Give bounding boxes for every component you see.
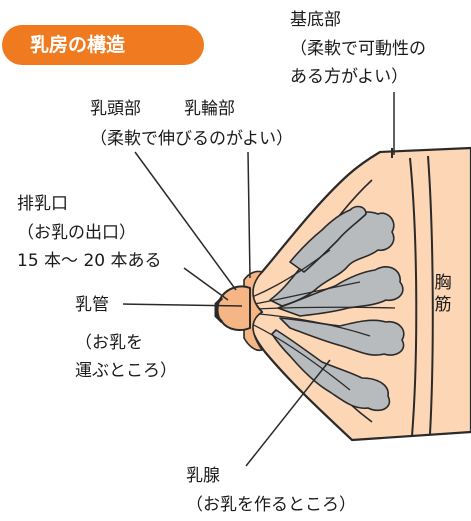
leader-nipple	[134, 151, 237, 291]
diagram-title: 乳房の構造	[30, 34, 126, 56]
chest-wall-line-2	[427, 155, 434, 435]
leader-lines	[122, 92, 395, 467]
label-pectoral-muscle: 胸 筋	[432, 272, 454, 316]
title-badge	[2, 25, 204, 65]
gland-lobe-3	[279, 317, 405, 356]
leader-areola	[247, 151, 251, 279]
label-outlet-note-2: 15 本～ 20 本ある	[17, 251, 162, 271]
gland-lobe-2	[277, 266, 404, 317]
gland-lobes	[269, 205, 405, 412]
nipple-tip	[214, 296, 224, 324]
nipple	[216, 285, 251, 331]
label-gland-note: （お乳を作るところ）	[186, 495, 356, 515]
label-outlet-note-1: （お乳の出口）	[17, 223, 136, 243]
label-nipple: 乳頭部	[90, 99, 141, 119]
label-base: 基底部	[290, 10, 341, 30]
chest-wall-line-1	[409, 157, 418, 437]
label-outlet: 排乳口	[17, 194, 68, 214]
label-base-note-1: （柔軟で可動性の	[290, 39, 426, 59]
leader-gland	[245, 359, 331, 467]
label-areola: 乳輪部	[184, 99, 235, 119]
leader-outlet	[183, 267, 229, 301]
leader-duct	[122, 303, 243, 307]
label-nipple-note: （柔軟で伸びるのがよい）	[90, 129, 294, 149]
label-pectoral-char-1: 胸	[434, 273, 452, 293]
label-duct-note-2: 運ぶところ）	[75, 361, 177, 381]
label-pectoral-char-2: 筋	[434, 295, 452, 315]
label-duct: 乳管	[75, 295, 109, 315]
gland-lobe-5	[289, 205, 367, 273]
label-duct-note-1: （お乳を	[75, 333, 143, 353]
label-base-note-2: ある方がよい）	[290, 67, 409, 87]
label-gland: 乳腺	[186, 466, 220, 486]
